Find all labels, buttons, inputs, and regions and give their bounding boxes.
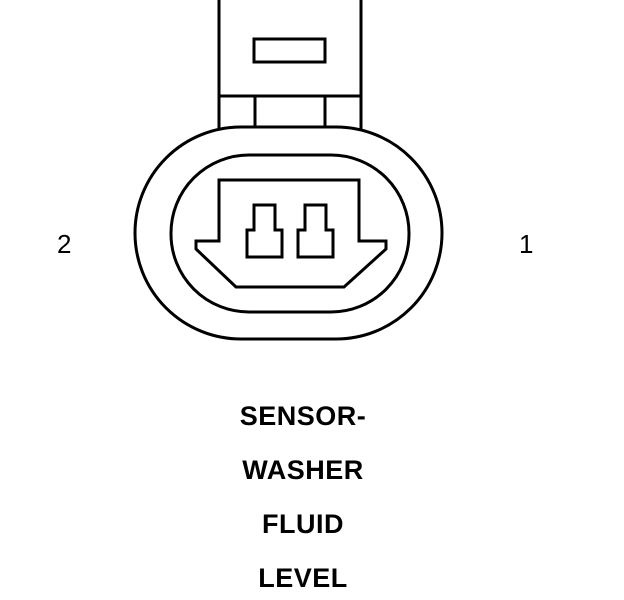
pin-2-label: 2 bbox=[57, 229, 72, 259]
caption-line-3: FLUID bbox=[262, 509, 344, 539]
caption-line-1: SENSOR- bbox=[239, 401, 367, 431]
inner-cavity bbox=[169, 153, 411, 314]
latch-slot bbox=[252, 37, 327, 64]
terminal-slot-pin-1 bbox=[296, 203, 335, 259]
caption-line-2: WASHER bbox=[242, 455, 364, 485]
terminal-slot-pin-2 bbox=[245, 203, 284, 259]
terminal-body bbox=[194, 178, 388, 289]
outer-housing bbox=[133, 125, 444, 341]
caption-line-4: LEVEL bbox=[258, 563, 348, 593]
pin-1-label: 1 bbox=[519, 229, 534, 259]
locking-tab bbox=[217, 0, 363, 129]
